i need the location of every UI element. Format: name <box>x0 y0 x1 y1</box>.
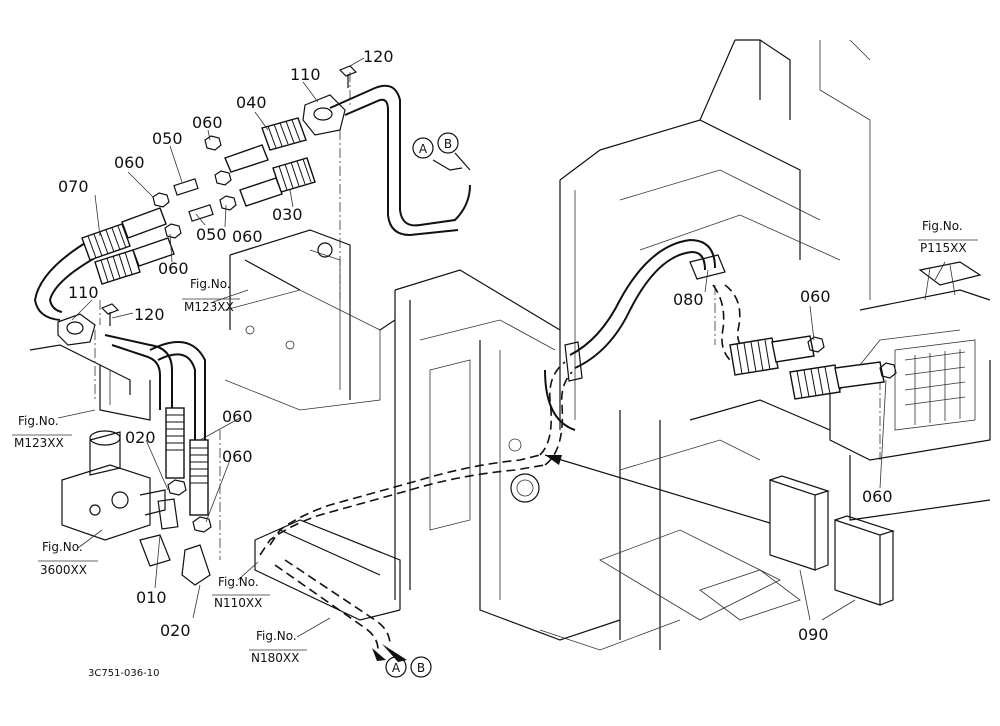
figref-m123xx-left: Fig.No. M123XX <box>12 414 72 450</box>
part-label-120: 120 <box>134 305 165 324</box>
marker-a-top: A <box>412 137 434 159</box>
svg-text:P115XX: P115XX <box>920 241 967 255</box>
hose-030 <box>239 157 316 207</box>
connection-markers: A B A B <box>372 132 471 678</box>
hose-060-lower <box>165 407 209 516</box>
svg-text:A: A <box>419 142 428 156</box>
part-label-110: 110 <box>68 283 99 302</box>
svg-text:N110XX: N110XX <box>214 596 262 610</box>
part-label-060: 060 <box>232 227 263 246</box>
part-label-040: 040 <box>236 93 267 112</box>
hose-060-right <box>729 335 885 400</box>
part-label-020: 020 <box>125 428 156 447</box>
part-label-020: 020 <box>160 621 191 640</box>
part-label-090: 090 <box>798 625 829 644</box>
part-label-030: 030 <box>272 205 303 224</box>
part-label-110: 110 <box>290 65 321 84</box>
part-label-120: 120 <box>363 47 394 66</box>
clamps <box>57 65 897 533</box>
svg-text:B: B <box>444 137 452 151</box>
part-label-050: 050 <box>152 129 183 148</box>
svg-text:A: A <box>392 661 401 675</box>
svg-text:Fig.No.: Fig.No. <box>42 540 83 554</box>
filters-090 <box>769 475 895 606</box>
part-label-080: 080 <box>673 290 704 309</box>
svg-text:Fig.No.: Fig.No. <box>218 575 259 589</box>
marker-b-bottom: B <box>410 656 432 678</box>
marker-b-top: B <box>437 132 459 154</box>
part-label-060: 060 <box>222 407 253 426</box>
svg-text:M123XX: M123XX <box>184 300 234 314</box>
svg-text:Fig.No.: Fig.No. <box>18 414 59 428</box>
part-label-070: 070 <box>58 177 89 196</box>
figref-n180xx: Fig.No. N180XX <box>249 629 307 665</box>
part-label-010: 010 <box>136 588 167 607</box>
leader-lines <box>57 57 946 638</box>
part-label-060: 060 <box>158 259 189 278</box>
hose-040 <box>224 117 307 173</box>
svg-text:Fig.No.: Fig.No. <box>256 629 297 643</box>
svg-text:Fig.No.: Fig.No. <box>922 219 963 233</box>
figref-m123xx-upper: Fig.No. M123XX <box>182 277 240 314</box>
drawing-code: 3C751-036-10 <box>88 668 159 679</box>
svg-text:N180XX: N180XX <box>251 651 299 665</box>
part-labels: 120 110 040 060 050 060 070 030 050 060 … <box>58 47 893 644</box>
svg-text:B: B <box>417 661 425 675</box>
figref-n110xx: Fig.No. N110XX <box>212 575 270 610</box>
part-label-060: 060 <box>800 287 831 306</box>
part-label-050: 050 <box>196 225 227 244</box>
figure-references: Fig.No. M123XX Fig.No. M123XX Fig.No. 36… <box>12 219 978 665</box>
hose-070 <box>81 207 175 285</box>
svg-text:M123XX: M123XX <box>14 436 64 450</box>
part-label-060: 060 <box>862 487 893 506</box>
water-valve <box>61 430 211 586</box>
part-label-060: 060 <box>114 153 145 172</box>
svg-text:3600XX: 3600XX <box>40 563 87 577</box>
svg-text:Fig.No.: Fig.No. <box>190 277 231 291</box>
figref-p115xx: Fig.No. P115XX <box>918 219 978 255</box>
part-label-060: 060 <box>222 447 253 466</box>
figref-3600xx: Fig.No. 3600XX <box>38 540 98 577</box>
part-label-060: 060 <box>192 113 223 132</box>
machine-frame <box>29 39 991 651</box>
